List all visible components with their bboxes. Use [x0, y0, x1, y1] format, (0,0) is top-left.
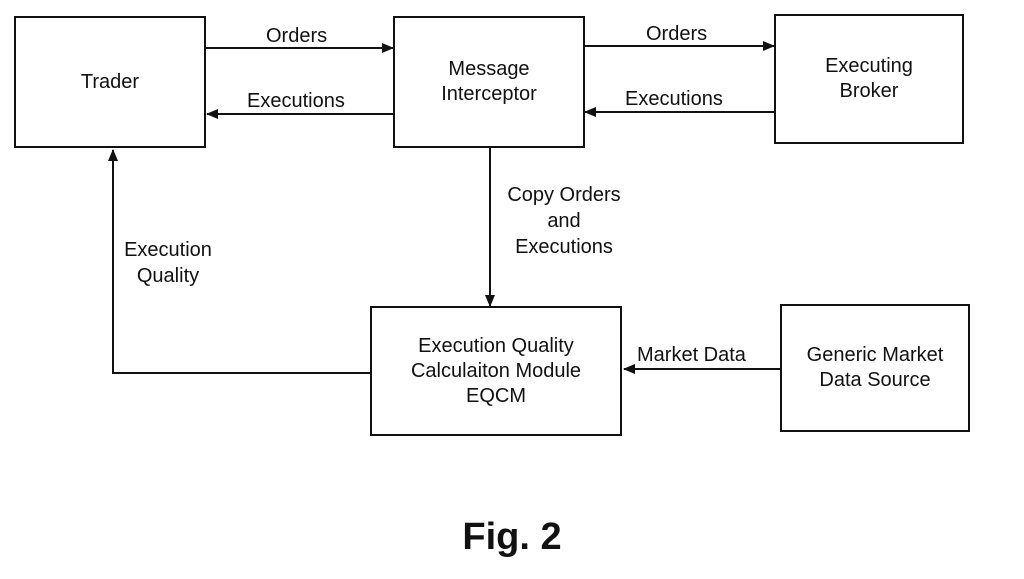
edge-label-interceptor-to-trader: Executions — [247, 88, 345, 114]
trader-box: Trader — [14, 16, 206, 148]
edge-label-interceptor-to-broker: Orders — [646, 21, 707, 47]
message-interceptor-box: Message Interceptor — [393, 16, 585, 148]
trader-label: Trader — [81, 70, 139, 95]
executing-broker-label: Executing Broker — [825, 54, 913, 104]
message-interceptor-label: Message Interceptor — [441, 57, 537, 107]
edge-label-eqcm-to-trader: Execution Quality — [108, 237, 228, 289]
executing-broker-box: Executing Broker — [774, 14, 964, 144]
market-data-source-box: Generic Market Data Source — [780, 304, 970, 432]
figure-caption: Fig. 2 — [0, 516, 1024, 559]
edge-label-source-to-eqcm: Market Data — [637, 342, 746, 368]
edge-label-trader-to-interceptor: Orders — [266, 23, 327, 49]
eqcm-label: Execution Quality Calculaiton Module EQC… — [411, 334, 581, 409]
edge-label-broker-to-interceptor: Executions — [625, 86, 723, 112]
eqcm-box: Execution Quality Calculaiton Module EQC… — [370, 306, 622, 436]
edge-label-interceptor-to-eqcm: Copy Orders and Executions — [494, 182, 634, 260]
market-data-source-label: Generic Market Data Source — [807, 343, 944, 393]
